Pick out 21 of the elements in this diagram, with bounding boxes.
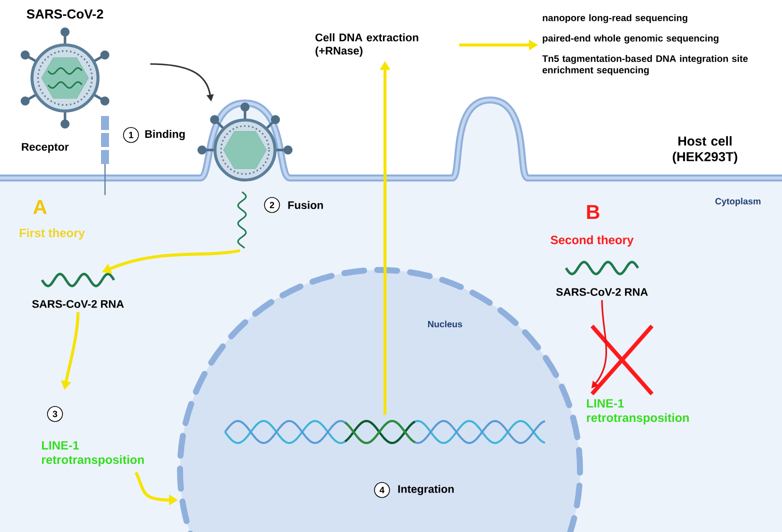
rna-strand-icon [237,191,247,249]
theory-label: Second theory [550,235,634,247]
step-label: Fusion [288,200,323,210]
step-number: 1 [123,127,139,143]
rna-label: SARS-CoV-2 RNA [32,300,124,308]
rna-label: SARS-CoV-2 RNA [556,288,648,296]
step-number: 3 [47,406,63,422]
process-label: LINE-1 retrotransposition [586,399,689,424]
step-number: 2 [264,197,280,213]
virus-label: SARS-CoV-2 [26,9,104,19]
virus-drawing [198,102,292,182]
method-list: nanopore long-read sequencing paired-end whole genomic sequencing Tn5 tagmentation-based DNA integration site enrichment sequencing [542,14,748,76]
region-label: Cytoplasm [715,198,760,206]
process-label: LINE-1 retrotransposition [42,441,144,466]
process-label: Cell DNA extraction (+RNase) [315,33,418,57]
step-label: Binding [145,130,185,140]
theory-label: First theory [20,228,85,240]
theory-letter: A [33,200,47,214]
theory-letter: B [587,205,600,219]
part-label: Receptor [22,143,69,153]
cell-label: Host cell (HEK293T) [672,136,738,164]
